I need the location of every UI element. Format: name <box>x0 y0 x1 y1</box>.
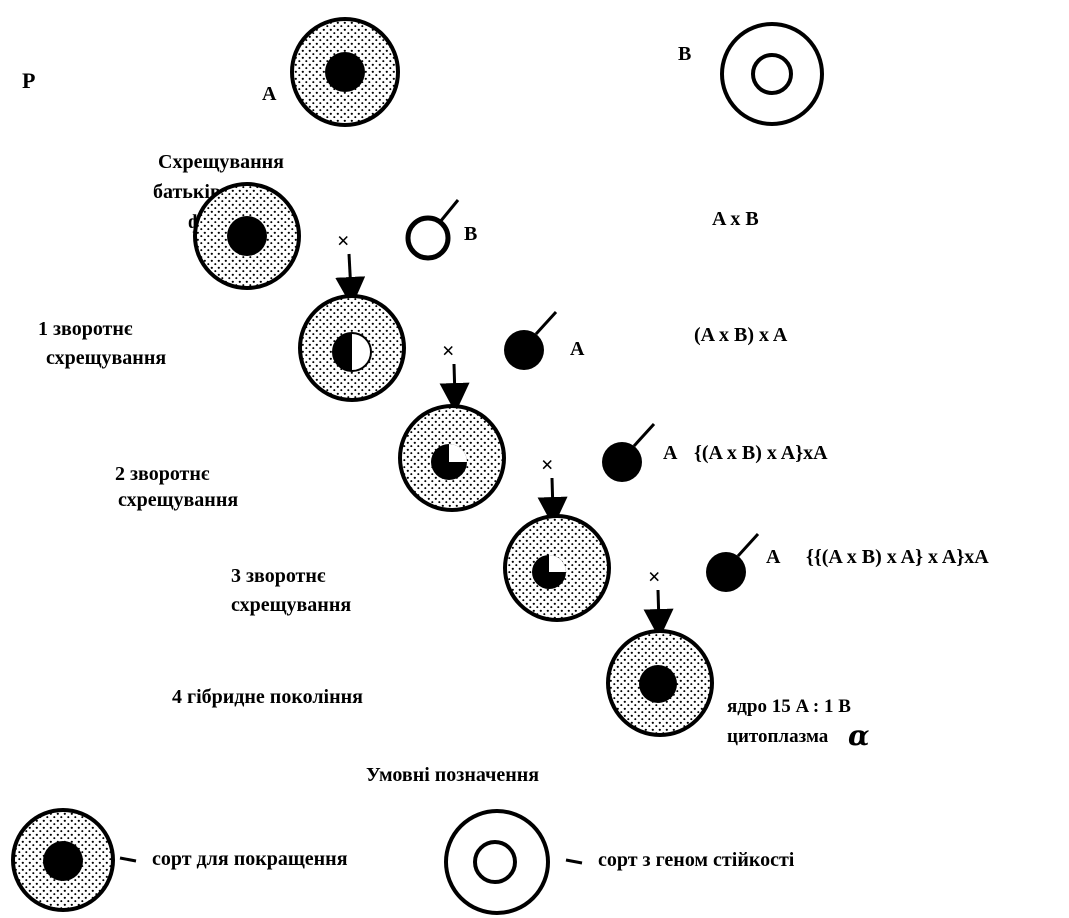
bc1-a-label: A <box>570 338 585 360</box>
cross-symbol-4: × <box>648 564 661 589</box>
legend-resistance-text: сорт з геном стійкості <box>598 849 795 871</box>
parent-a-label: A <box>262 83 277 105</box>
arrow-2 <box>454 364 455 398</box>
bc3-a-label: A <box>766 546 781 568</box>
bc2-a-pollen <box>602 424 654 482</box>
bc3-title: 3 зворотнє схрещування <box>231 565 351 616</box>
cross-b-pollen <box>408 200 458 258</box>
bc1-a-pollen <box>504 312 556 370</box>
bc2-a-label: A <box>663 442 678 464</box>
legend-resistance-cell <box>446 811 548 913</box>
parent-a-cell <box>292 19 398 125</box>
arrow-1 <box>349 254 351 292</box>
gen4-title: 4 гібридне покоління <box>172 686 363 708</box>
cross-symbol-1: × <box>337 228 350 253</box>
bc3-a-pollen <box>706 534 758 592</box>
bc2-formula: {(A x B) x A}xA <box>694 442 828 464</box>
bc3-formula: {{(A x B) x A} x A}xA <box>806 546 989 568</box>
legend-resistance-dash <box>566 860 582 863</box>
cross-b-label: B <box>464 223 477 245</box>
parent-b-label: B <box>678 43 691 65</box>
arrow-4 <box>658 590 659 624</box>
legend-improve-text: сорт для покращення <box>152 848 348 870</box>
cross-symbol-3: × <box>541 452 554 477</box>
bc1-formula: (A x B) x A <box>694 324 788 346</box>
cross-a-cell <box>195 184 299 288</box>
cytoplasm-symbol: α <box>848 719 870 752</box>
p-label: P <box>22 68 35 93</box>
cytoplasm-label: цитоплазма <box>727 726 829 747</box>
parent-b-cell <box>722 24 822 124</box>
legend-improve-dash <box>120 858 136 861</box>
cross-formula: A x B <box>712 208 759 230</box>
nucleus-ratio: ядро 15 A : 1 B <box>727 696 851 717</box>
legend-title: Умовні позначення <box>366 764 539 786</box>
arrow-3 <box>552 478 553 512</box>
bc1-cell <box>300 296 404 400</box>
bc1-title: 1 зворотнє схрещування <box>38 318 166 369</box>
bc2-title: 2 зворотнє схрещування <box>115 463 238 511</box>
cross-symbol-2: × <box>442 338 455 363</box>
gen4-cell <box>608 631 712 735</box>
legend-improve-cell <box>13 810 113 910</box>
bc2-cell <box>400 406 504 510</box>
bc3-cell <box>505 516 609 620</box>
